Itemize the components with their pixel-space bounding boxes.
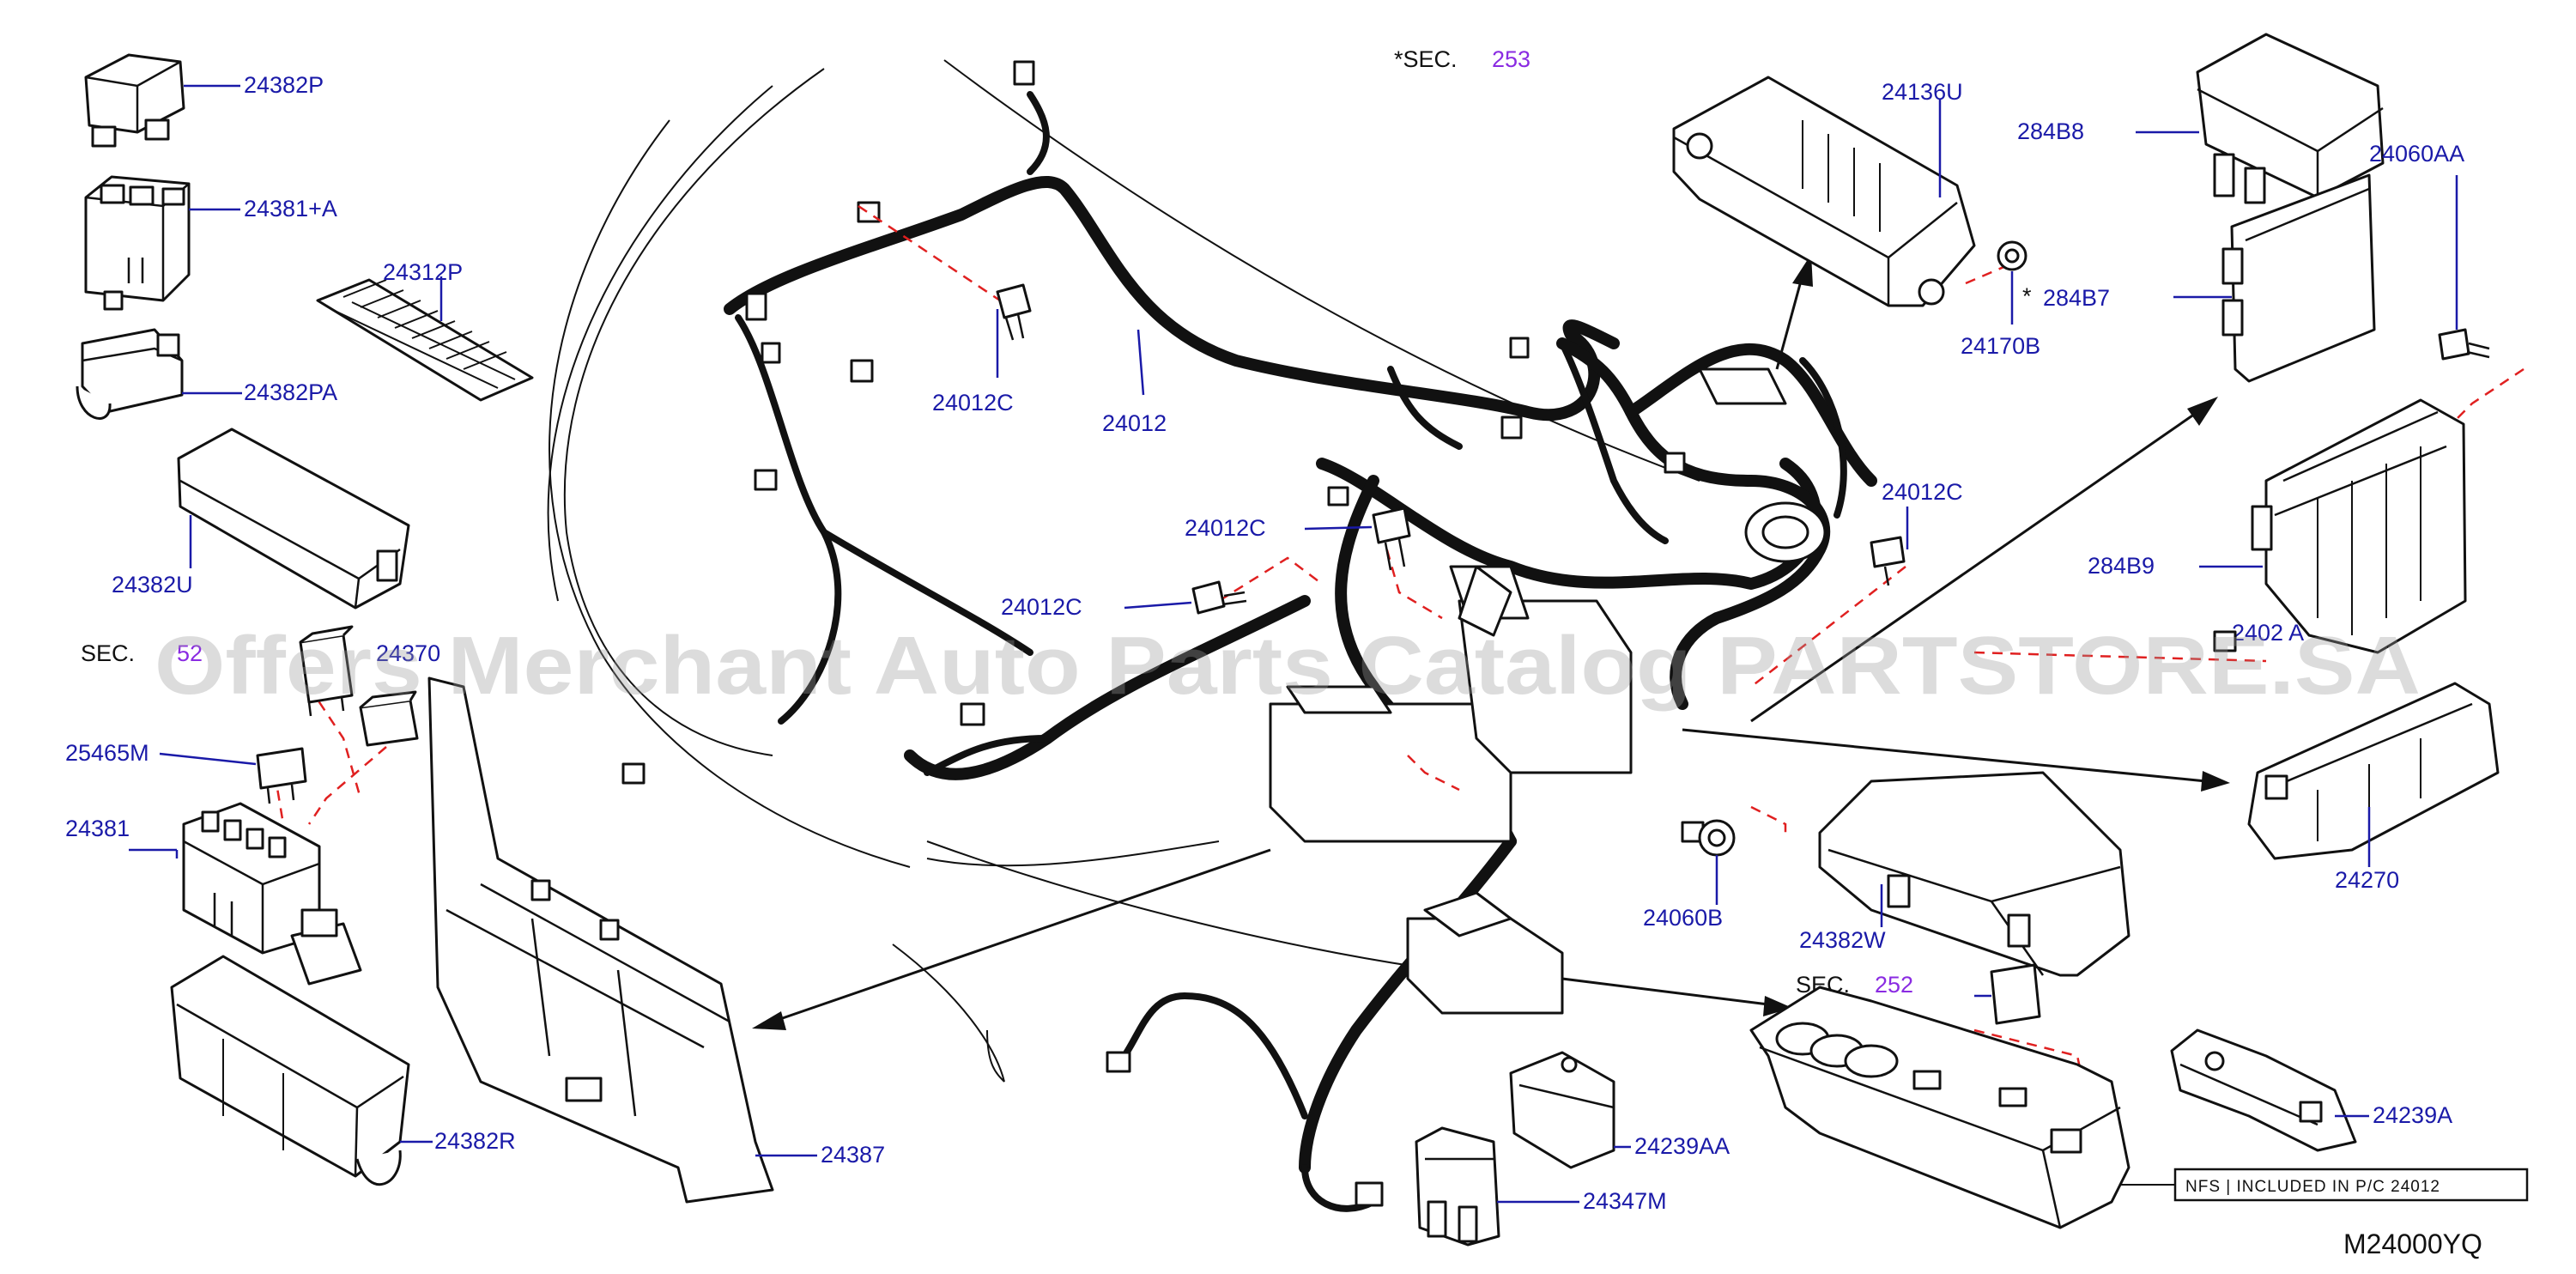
label-24012c-a: 24012C [932,390,1014,416]
direction-arrows [752,254,2230,1030]
sec-253-prefix: *SEC. [1394,46,1458,72]
sec-52-prefix: SEC. [81,640,135,666]
label-24012: 24012 [1102,410,1167,436]
bolt-24012c-d [1870,536,1906,586]
bolt-24012c-b [1372,507,1411,571]
label-24382w: 24382W [1799,927,1886,953]
label-284b7: 284B7 [2043,285,2110,311]
label-24382u: 24382U [112,572,193,598]
part-284b7-drawing [2221,173,2376,383]
nut-24170b [1997,240,2027,271]
label-284b8: 284B8 [2017,118,2084,144]
bolt-24060aa [2438,328,2490,361]
label-24347m: 24347M [1583,1188,1667,1214]
label-284b7-star: * [2022,283,2032,309]
label-24136u: 24136U [1882,79,1963,105]
part-284b9-drawing [2251,398,2467,654]
part-24382pa-drawing [76,328,184,420]
part-sec-252-relay [1974,963,2041,1025]
label-24012c-b: 24012C [1185,515,1266,541]
part-25465m-drawing [256,747,307,804]
label-284b9: 284B9 [2088,553,2155,579]
part-24136u-drawing [1672,76,1976,307]
part-24387-drawing [427,676,774,1204]
bolt-24012c-a [996,283,1032,341]
part-24370-drawing [299,625,354,717]
bolt-24012c-c [1191,580,1247,615]
label-24239a: 24239A [2373,1102,2452,1128]
part-small-relay-drawing [359,690,419,747]
label-24270: 24270 [2335,867,2399,893]
part-24382r-drawing [170,955,410,1186]
part-24347m-drawing [1415,1126,1500,1247]
label-25465m: 25465M [65,740,149,766]
label-2402a: 2402 A [2232,620,2304,646]
part-24381a-drawing [84,175,191,311]
part-24382w-drawing [1818,771,2131,977]
nfs-note-text: NFS | INCLUDED IN P/C 24012 [2185,1178,2440,1196]
label-24239aa: 24239AA [1634,1133,1730,1159]
part-24239a-drawing [2170,1028,2357,1152]
label-24012c-d: 24012C [1882,479,1963,505]
part-main-fuse-box-drawing [1749,986,2131,1229]
label-24381: 24381 [65,816,130,841]
label-24170b: 24170B [1961,333,2040,359]
central-junction-assembly [1269,367,1827,1015]
label-24012c-c: 24012C [1001,594,1082,620]
sec-252-number: 252 [1875,972,1913,998]
sec-52-number: 52 [177,640,203,666]
watermark-text: Offers Merchant Auto Parts Catalog PARTS… [155,620,2421,712]
nut-24060b [1698,819,1736,857]
label-24382p: 24382P [244,72,324,98]
vehicle-body-outline [547,59,1700,1083]
harness-connectors [621,60,1705,1207]
label-24060b: 24060B [1643,905,1723,931]
part-24239aa-drawing [1509,1051,1615,1169]
label-24060aa: 24060AA [2369,141,2464,167]
label-24382pa: 24382PA [244,379,337,405]
bolt-2402a [2213,630,2237,652]
label-24382r: 24382R [434,1128,516,1154]
part-284b8-drawing [2196,33,2385,204]
part-24312p-drawing [316,278,534,402]
label-24370: 24370 [376,640,440,666]
part-24382p-drawing [84,53,185,148]
label-24387: 24387 [821,1142,885,1168]
label-24312p: 24312P [383,259,463,285]
diagram-code: M24000YQ [2343,1228,2482,1259]
nfs-note-box [2173,1168,2529,1202]
sec-253-number: 253 [1492,46,1530,72]
part-24381-drawing [182,802,362,986]
part-24382u-drawing [177,428,410,610]
label-24381a: 24381+A [244,196,337,221]
